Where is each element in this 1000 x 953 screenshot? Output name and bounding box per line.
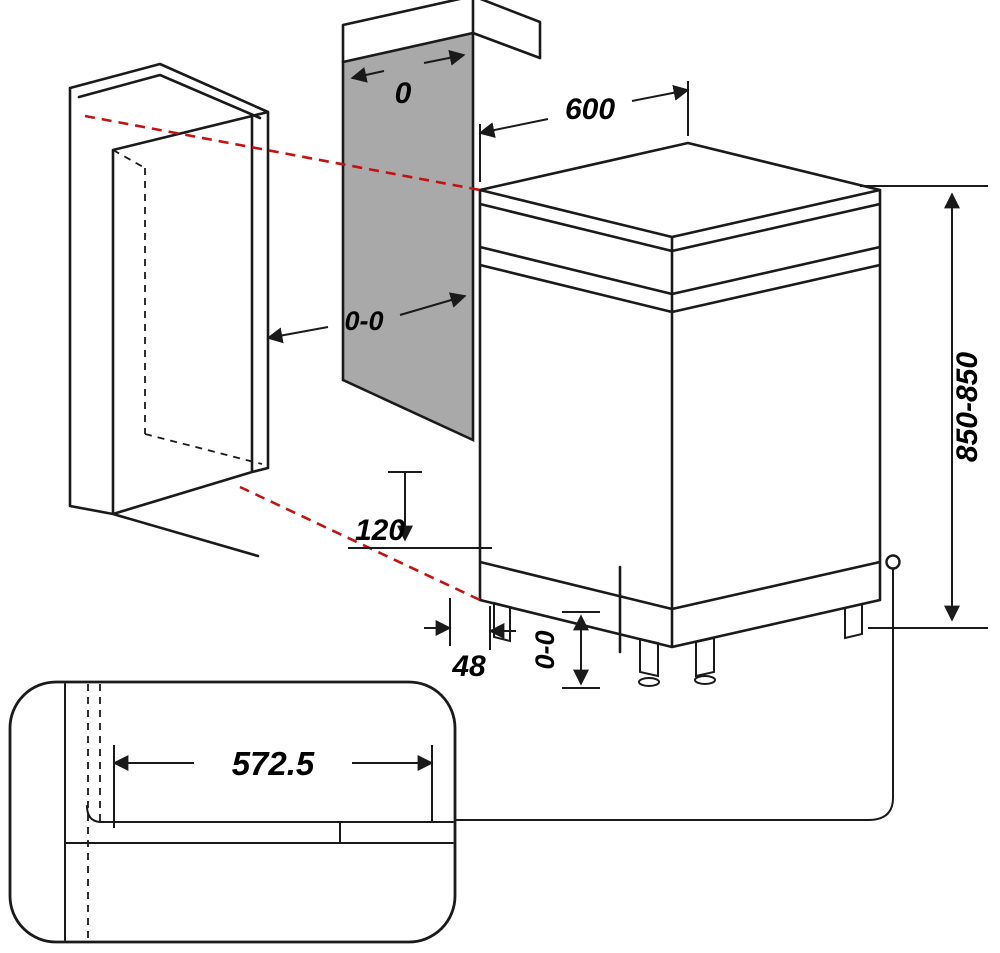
width-label: 600 [565, 93, 615, 126]
dim-arrow [399, 292, 467, 316]
side-panel [341, 0, 542, 443]
foot-adjust-label: 0-0 [530, 630, 560, 669]
cabinet-outline [68, 62, 270, 558]
detail-inset: 572.5 [8, 680, 457, 944]
detail-callout [454, 554, 901, 821]
worktop-edge [341, 0, 542, 64]
alignment-line-bottom [239, 485, 481, 602]
kitchen-cabinet [68, 62, 270, 558]
dim-side-clearance: 0-0 [266, 292, 467, 344]
dim-height: 850-850 [860, 185, 988, 629]
dim-top-gap: 0 [350, 49, 466, 110]
side-clearance-label: 0-0 [344, 306, 383, 336]
dim-extension [449, 598, 491, 650]
dim-foot-inset: 48 [424, 598, 516, 683]
height-label: 850-850 [951, 352, 984, 462]
depth-detail-label: 572.5 [232, 745, 315, 782]
foot-inset-label: 48 [451, 650, 486, 683]
dishwasher-outline [478, 141, 882, 654]
dim-width: 600 [478, 81, 690, 182]
dishwasher-feet [493, 601, 863, 678]
dim-tick [562, 611, 600, 689]
dim-depth: 572.5 [112, 745, 434, 828]
dim-plinth-height: 120 [348, 471, 492, 549]
inset-hidden-lines [87, 684, 101, 938]
dim-arrow [350, 67, 385, 83]
foot-pad [694, 675, 716, 685]
dim-arrow [631, 84, 690, 102]
detail-connector-line [454, 568, 894, 821]
dim-arrow [423, 49, 466, 66]
dishwasher [478, 141, 882, 687]
dim-foot-adjust: 0-0 [530, 611, 600, 689]
dim-arrow [478, 118, 549, 138]
top-gap-label: 0 [395, 77, 412, 110]
alignment-lines [84, 114, 481, 602]
dim-extension [860, 185, 988, 629]
inset-plan-lines [64, 683, 454, 941]
side-panel-face [341, 31, 475, 443]
cabinet-hidden-edges [112, 149, 263, 465]
detail-callout-circle [885, 554, 901, 570]
inset-frame [8, 680, 457, 944]
plinth-height-label: 120 [355, 514, 405, 547]
dim-arrow [266, 326, 329, 344]
foot-pad [638, 677, 660, 687]
